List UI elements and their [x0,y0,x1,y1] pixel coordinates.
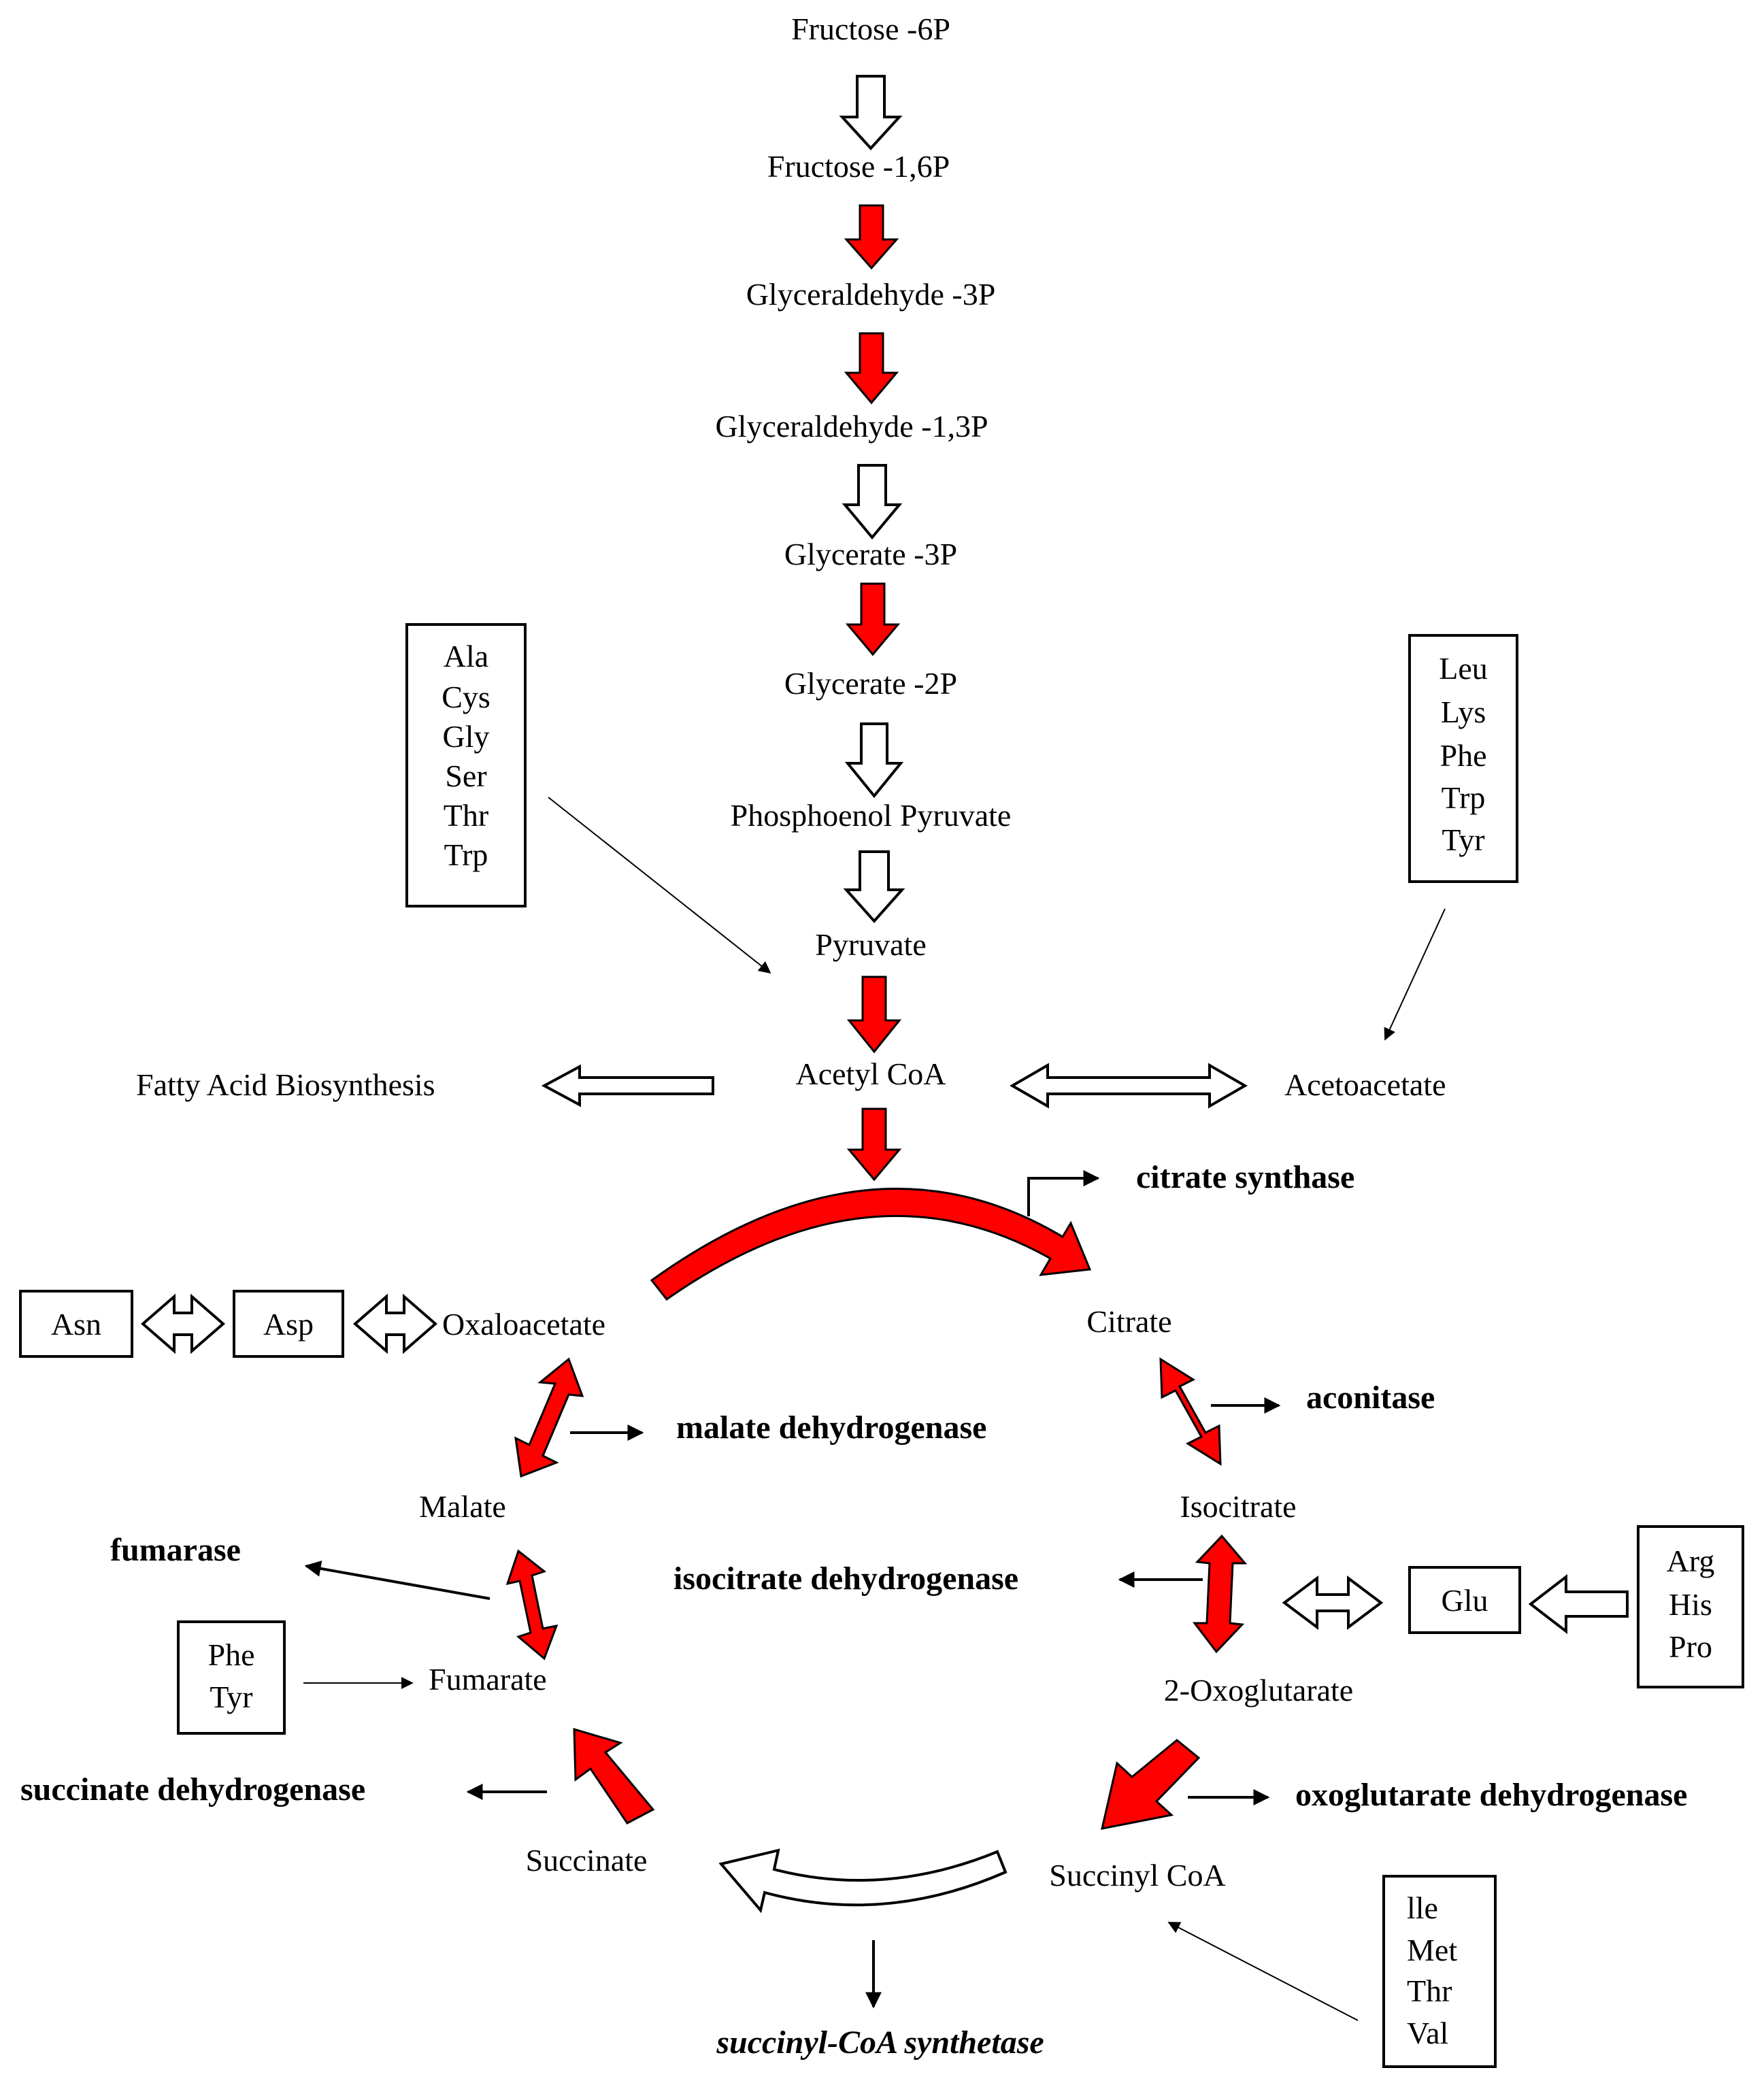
malate-dehydrogenase-label: malate dehydrogenase [676,1410,986,1446]
oxaloacetate-malate-double-arrow [514,1357,584,1478]
acetyl-coa-acetoacetate-double-arrow [1009,1063,1248,1109]
aa-his: His [1669,1587,1712,1622]
fumarate-label: Fumarate [429,1662,547,1697]
oxoglutarate-label: 2-Oxoglutarate [1164,1673,1353,1707]
amino-acids-to-succinyl-coa-box [1382,1875,1497,2068]
aa-trp: Trp [444,837,488,872]
malate-label: Malate [419,1489,506,1524]
fructose-16p-to-g3p-arrow [844,204,899,270]
phosphoenol-pyruvate-label: Phosphoenol Pyruvate [731,798,1012,833]
amino-acids-to-acetoacetate-arrow [1384,908,1446,1041]
g13p-to-glycerate-3p-arrow [842,464,903,540]
fatty-acid-biosynthesis-label: Fatty Acid Biosynthesis [136,1067,435,1102]
glycerate-3p-label: Glycerate -3P [784,537,957,571]
glycerate-2p-to-pep-arrow [844,722,904,799]
citrate-synthase-curved-arrow [650,1188,1092,1301]
asp-oxaloacetate-double-arrow [352,1293,438,1354]
citrate-synthase-label: citrate synthase [1136,1159,1354,1195]
pep-to-pyruvate-arrow [843,850,905,924]
oxoglutarate-glu-double-arrow [1282,1576,1384,1630]
amino-acids-to-fumarate-box [177,1620,286,1735]
aa-val: Val [1407,2016,1448,2050]
aa-pro: Pro [1669,1629,1712,1664]
fructose-6p-label: Fructose -6P [791,12,950,46]
aconitase-label: aconitase [1306,1380,1435,1416]
aa-ala: Ala [444,639,488,673]
asp-box [233,1290,344,1358]
arg-his-pro-to-glu-arrow [1528,1573,1629,1635]
oxoglutarate-dehydrogenase-label: oxoglutarate dehydrogenase [1295,1777,1687,1813]
asn-box [19,1290,133,1358]
glycerate-2p-label: Glycerate -2P [784,666,957,701]
succinyl-coa-synthetase-label: succinyl-CoA synthetase [716,2024,1044,2061]
aa-gly: Gly [443,719,490,754]
citrate-label: Citrate [1086,1304,1171,1339]
amino-acids-to-acetoacetate-box [1408,634,1518,883]
oxaloacetate-label: Oxaloacetate [442,1307,605,1342]
aa-thr-succinyl: Thr [1407,1973,1452,2008]
citrate-isocitrate-double-arrow [1159,1357,1222,1466]
asn-asp-double-arrow [140,1293,226,1354]
aa-ile: lle [1407,1890,1438,1925]
acetyl-coa-to-fatty-acid-arrow [541,1064,714,1107]
aa-cys: Cys [442,680,490,714]
glyceraldehyde-13p-label: Glyceraldehyde -1,3P [715,409,988,444]
succinyl-coa-to-succinate-arrow [718,1848,1008,1914]
succinate-to-fumarate-arrow [573,1727,655,1824]
isocitrate-oxoglutarate-double-arrow [1192,1534,1248,1654]
aa-met: Met [1407,1933,1457,1967]
fructose-16p-label: Fructose -1,6P [767,149,950,184]
amino-acids-to-pyruvate-box [405,623,527,907]
succinate-label: Succinate [526,1843,648,1878]
glu-box [1408,1566,1521,1634]
glycerate-3p-to-2p-arrow [845,582,901,656]
aa-phe: Phe [1440,738,1487,773]
succinyl-coa-label: Succinyl CoA [1049,1858,1225,1893]
asp-label: Asp [263,1307,314,1342]
acetyl-coa-to-cycle-arrow [846,1107,902,1182]
oxoglutarate-to-succinyl-coa-arrow [1101,1739,1201,1830]
aa-ser: Ser [445,759,486,793]
fumarase-label: fumarase [110,1532,241,1568]
g3p-to-g13p-arrow [844,332,899,405]
fructose-6p-to-16p-arrow [839,75,903,150]
pyruvate-label: Pyruvate [815,927,927,962]
glyceraldehyde-3p-label: Glyceraldehyde -3P [746,277,996,312]
amino-acids-to-succinyl-coa-arrow [1167,1922,1359,2021]
aa-leu: Leu [1439,651,1488,686]
malate-fumarate-double-arrow [505,1549,559,1661]
amino-acids-to-glu-box [1637,1525,1744,1688]
aa-thr: Thr [444,798,488,833]
aa-tyr-fumarate: Tyr [210,1680,252,1714]
acetyl-coa-label: Acetyl CoA [795,1056,946,1091]
amino-acids-to-pyruvate-arrow [548,797,771,974]
asn-label: Asn [51,1307,101,1342]
glu-label: Glu [1442,1583,1488,1618]
citrate-synthase-pointer [1027,1170,1100,1216]
succinate-dehydrogenase-label: succinate dehydrogenase [20,1771,365,1807]
aa-phe-fumarate: Phe [208,1637,255,1672]
isocitrate-dehydrogenase-label: isocitrate dehydrogenase [673,1561,1018,1597]
pyruvate-to-acetyl-coa-arrow [846,976,902,1054]
aa-trp: Trp [1442,780,1486,815]
aa-tyr: Tyr [1442,822,1484,857]
isocitrate-label: Isocitrate [1180,1489,1296,1524]
aa-lys: Lys [1441,695,1486,729]
fumarase-pointer [304,1560,490,1600]
aa-arg: Arg [1667,1544,1715,1578]
acetoacetate-label: Acetoacetate [1284,1067,1446,1102]
